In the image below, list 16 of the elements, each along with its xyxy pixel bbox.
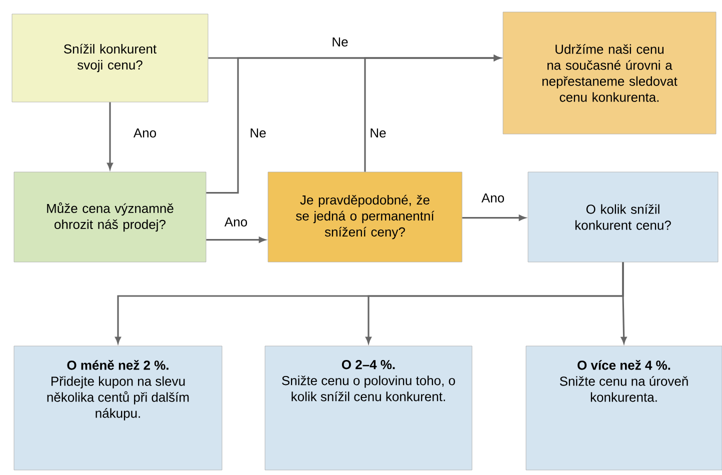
edge-label: Ne [330,36,350,48]
question-box: Je pravděpodobné, že se jedná o permanentní snížení ceny? [268,172,462,262]
outcome-box: Udržíme naši cenu na současné úrovni a nepřestaneme sledovat cenu konkurenta. [502,12,716,134]
arrow [206,236,266,243]
arrow [620,262,627,344]
question-box: Může cena významně ohrozit náš prodej? [14,172,206,262]
arrow [107,102,113,170]
edge-label: Ne [248,127,268,139]
arrow [462,214,526,221]
action-box: O 2–4 %. Snižte cenu o polovinu toho, o kolik snížil cenu konkurent. [264,346,472,470]
action-box: O méně než 2 %. Přidejte kupon na slevu několika centů při dalším nákupu. [14,346,222,470]
question-box: O kolik snížil konkurent cenu? [528,172,718,262]
action-box: O více než 4 %. Snižte cenu na úroveň konkurenta. [526,346,722,470]
arrow [364,55,500,172]
question-box: Snížil konkurent svoji cenu? [12,14,208,102]
edge-label: Ne [368,127,388,139]
